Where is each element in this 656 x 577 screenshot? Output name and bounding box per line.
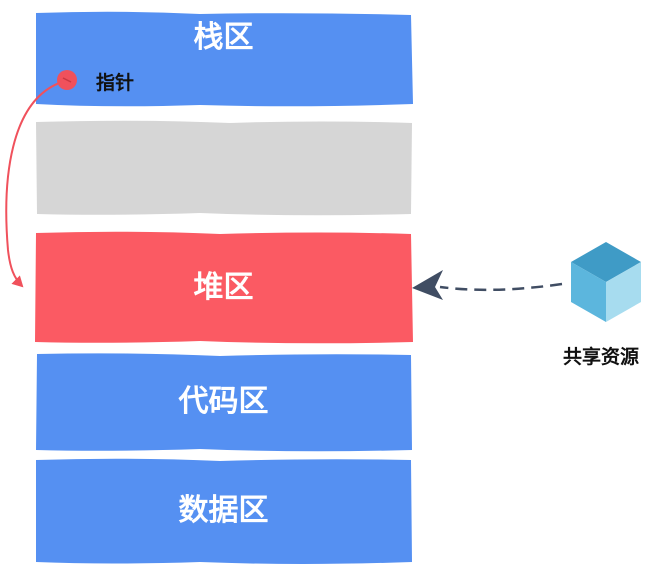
cube-icon: [571, 242, 641, 322]
data-block: [36, 458, 412, 564]
heap-block-label: 堆区: [193, 270, 254, 305]
shared-resource-arrowhead: [412, 270, 443, 300]
pointer-dot-mark: [62, 77, 72, 83]
code-block: [36, 353, 412, 452]
stack-block: [36, 11, 413, 107]
shared-resource-label: 共享资源: [563, 346, 640, 368]
shared-resource-arrow: [439, 282, 563, 292]
data-block-label: 数据区: [178, 493, 269, 528]
free-space-block: [36, 120, 412, 216]
pointer-label: 指针: [96, 72, 135, 94]
stack-block-label: 栈区: [193, 20, 254, 55]
heap-block: [35, 231, 413, 344]
pointer-arrow: [5, 81, 63, 288]
code-block-label: 代码区: [178, 384, 269, 419]
